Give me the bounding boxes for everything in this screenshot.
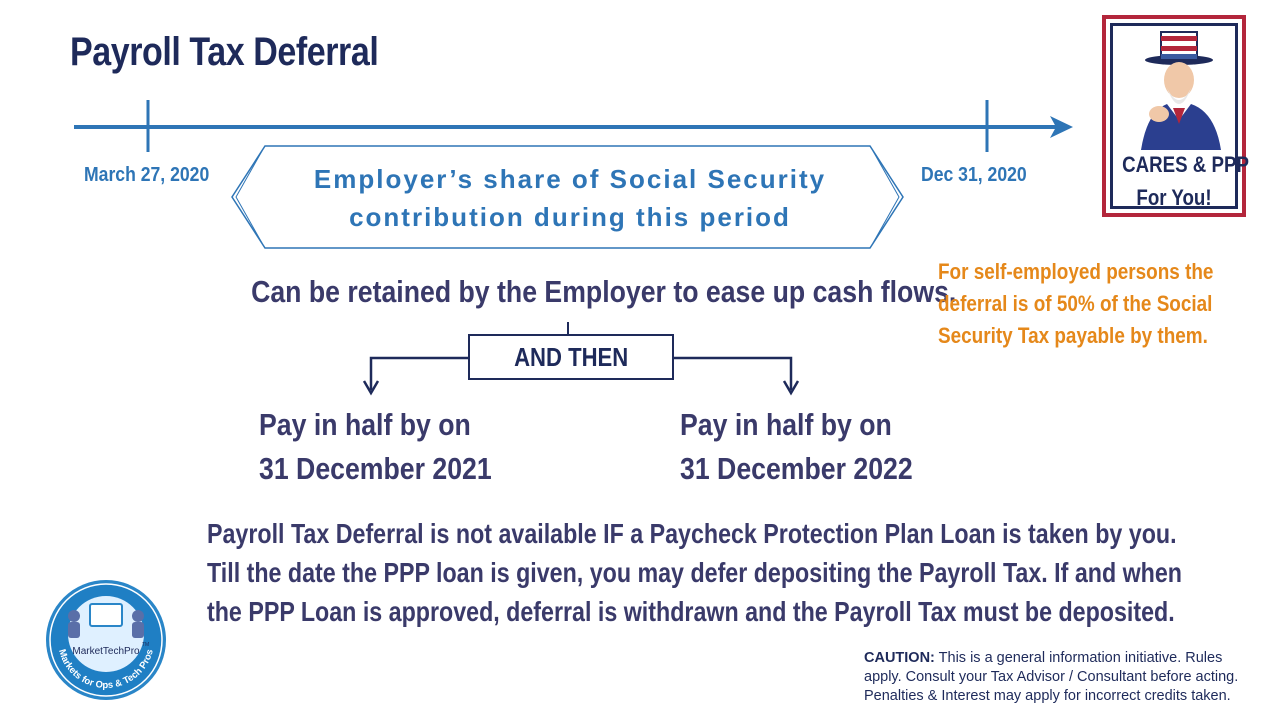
poster-text: CARES & PPP For You! [1122,148,1249,214]
self-employed-line-2: deferral is of 50% of the Social [938,291,1213,316]
page-title: Payroll Tax Deferral [70,30,379,74]
markettechpro-logo: MarketTechPro TM Markets for Ops & Tech … [46,580,166,700]
period-line-1: Employer’s share of Social Security [313,164,827,194]
caution-line-3: Penalties & Interest may apply for incor… [864,688,1231,704]
period-hexagon [231,145,904,249]
caution-label: CAUTION: [864,650,935,666]
end-date-label: Dec 31, 2020 [921,164,1027,186]
left-branch-line-1: Pay in half by on [259,407,471,442]
poster-line-1: CARES & PPP [1122,152,1249,177]
right-branch-text: Pay in half by on 31 December 2022 [680,403,913,491]
logo-name: MarketTechPro [72,646,140,657]
self-employed-note: For self-employed persons the deferral i… [938,256,1213,352]
and-then-label: AND THEN [513,341,629,372]
and-then-box: AND THEN [468,334,674,380]
retain-text: Can be retained by the Employer to ease … [251,274,957,309]
left-branch-line-2: 31 December 2021 [259,451,492,486]
timeline-arrowhead [1050,116,1073,138]
caution-disclaimer: CAUTION: This is a general information i… [864,649,1238,706]
uncle-sam-illustration [1141,31,1221,150]
caution-line-1: This is a general information initiative… [934,650,1223,666]
start-date-label: March 27, 2020 [84,164,210,186]
right-arrowhead [782,380,800,396]
poster-line-2: For You! [1136,185,1212,210]
ppp-note-line-3: the PPP Loan is approved, deferral is wi… [207,596,1175,627]
left-arrowhead [362,380,380,396]
self-employed-line-1: For self-employed persons the [938,259,1214,284]
period-line-2: contribution during this period [349,202,791,232]
right-branch-line-2: 31 December 2022 [680,451,913,486]
logo-tm: TM [142,642,149,648]
ppp-note-line-2: Till the date the PPP loan is given, you… [207,557,1183,588]
self-employed-line-3: Security Tax payable by them. [938,323,1208,348]
left-branch-text: Pay in half by on 31 December 2021 [259,403,492,491]
right-connector [674,356,793,390]
ppp-loan-note: Payroll Tax Deferral is not available IF… [207,514,1182,631]
caution-line-2: apply. Consult your Tax Advisor / Consul… [864,669,1239,685]
ppp-note-line-1: Payroll Tax Deferral is not available IF… [207,518,1177,549]
right-branch-line-1: Pay in half by on [680,407,892,442]
left-connector [369,356,468,390]
cares-ppp-poster: CARES & PPP For You! [1102,15,1249,217]
period-description: Employer’s share of Social Security cont… [240,160,900,236]
